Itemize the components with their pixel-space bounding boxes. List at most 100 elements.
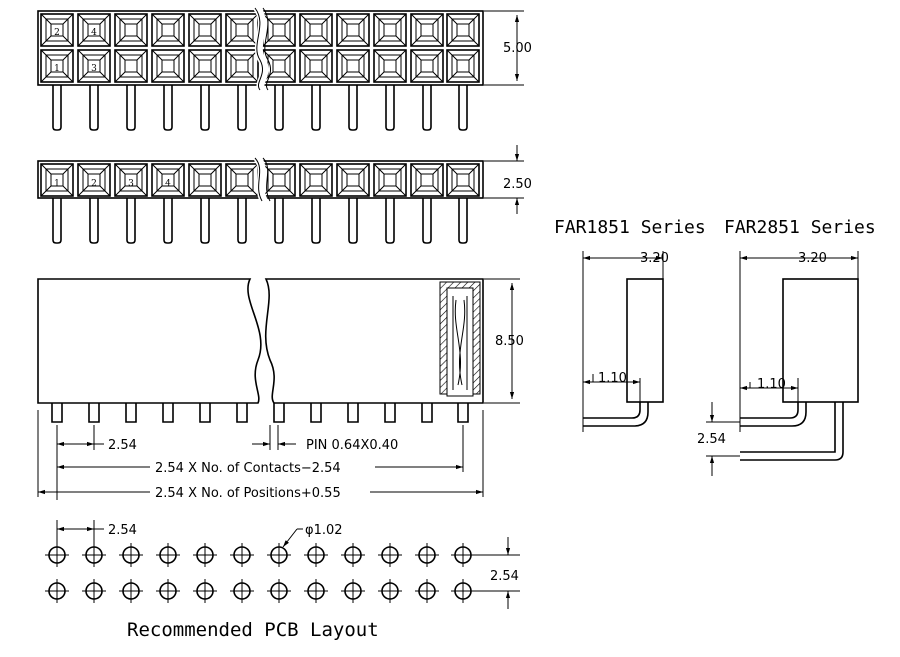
contact-cell — [40, 49, 74, 83]
contact-cell — [373, 13, 407, 47]
height-label: 8.50 — [495, 334, 524, 349]
contact-pin — [51, 403, 63, 423]
contact-cell — [151, 13, 185, 47]
contact-pin — [310, 403, 322, 423]
offset-label: 1.10 — [757, 377, 786, 392]
width-label: 3.20 — [798, 251, 827, 266]
contact-pin — [52, 198, 62, 244]
pcb-hole — [451, 579, 475, 603]
pcb-hole — [156, 579, 180, 603]
pcb-hole — [267, 579, 291, 603]
contact-pin — [311, 85, 321, 131]
contact-pin — [126, 85, 136, 131]
contact-cell — [151, 163, 185, 197]
pcb-hole — [341, 543, 365, 567]
contact-cell — [410, 49, 444, 83]
pcb-hole — [415, 543, 439, 567]
contact-pin — [421, 403, 433, 423]
contact-cell — [446, 163, 480, 197]
pcb-hole — [193, 579, 217, 603]
width-label: 3.20 — [640, 251, 669, 266]
contact-pin — [126, 198, 136, 244]
far1851-title: FAR1851 Series — [554, 217, 706, 238]
pcb-hole — [341, 579, 365, 603]
contact-cell — [336, 163, 370, 197]
contact-pin — [200, 85, 210, 131]
pin-number: 4 — [91, 28, 97, 38]
pcb-hole — [304, 579, 328, 603]
contact-cell — [225, 163, 259, 197]
contact-pin — [163, 85, 173, 131]
contact-pin — [163, 198, 173, 244]
pin-number: 3 — [128, 179, 134, 189]
pcb-hole — [451, 543, 475, 567]
contact-cell — [373, 49, 407, 83]
far2851-profile: FAR2851 Series 3.20 1.10 2.54 — [697, 217, 876, 476]
contact-cell — [299, 163, 333, 197]
contact-cell — [114, 13, 148, 47]
contact-cell — [188, 13, 222, 47]
contact-pin — [422, 198, 432, 244]
contact-cell — [40, 13, 74, 47]
pin-number: 4 — [165, 179, 171, 189]
contact-pin — [88, 403, 100, 423]
contact-cell — [188, 163, 222, 197]
contact-cell — [336, 49, 370, 83]
contact-pin — [236, 403, 248, 423]
contact-cell — [336, 13, 370, 47]
height-label: 2.50 — [503, 177, 532, 192]
contact-pin — [457, 403, 469, 423]
contact-pin — [347, 403, 359, 423]
contact-pin — [384, 403, 396, 423]
contact-cell — [410, 163, 444, 197]
contact-pin — [125, 403, 137, 423]
contact-cell — [373, 163, 407, 197]
contact-cell — [77, 13, 111, 47]
pin-number: 3 — [91, 64, 97, 74]
contact-pin — [52, 85, 62, 131]
pcb-layout: 2.54 φ1.02 2.54 Recommended PCB Layout — [45, 520, 520, 641]
contact-cell — [225, 13, 259, 47]
pcb-hole — [230, 543, 254, 567]
pin-number: 1 — [54, 179, 60, 189]
contact-pin — [237, 85, 247, 131]
pcb-hole — [156, 543, 180, 567]
contact-cell — [77, 163, 111, 197]
height-label: 5.00 — [503, 41, 532, 56]
contact-cell — [299, 13, 333, 47]
pitch-label: 2.54 — [108, 523, 137, 538]
contact-pin — [422, 85, 432, 131]
positions-formula: 2.54 X No. of Positions+0.55 — [155, 486, 341, 501]
contact-pin — [199, 403, 211, 423]
pitch-label: 2.54 — [697, 432, 726, 447]
pcb-caption: Recommended PCB Layout — [127, 619, 379, 641]
pcb-hole — [415, 579, 439, 603]
contact-pin — [274, 198, 284, 244]
pcb-hole — [378, 543, 402, 567]
contact-cell — [446, 13, 480, 47]
pcb-hole — [82, 579, 106, 603]
contact-pin — [89, 85, 99, 131]
contact-cell — [225, 49, 259, 83]
contact-cell — [40, 163, 74, 197]
contact-pin — [162, 403, 174, 423]
contact-cell — [114, 163, 148, 197]
side-view: 8.50 2.54 PIN 0.64X0.40 2.54 X No. of Co… — [37, 278, 524, 501]
contact-pin — [237, 198, 247, 244]
contacts-formula: 2.54 X No. of Contacts−2.54 — [155, 461, 341, 476]
contact-pin — [89, 198, 99, 244]
pcb-hole — [304, 543, 328, 567]
pin-number: 2 — [91, 179, 97, 189]
contact-cell — [446, 49, 480, 83]
single-row-top-view: 1 2 3 4 2.50 — [37, 145, 532, 244]
pcb-hole — [119, 543, 143, 567]
contact-pin — [274, 85, 284, 131]
pin-number: 2 — [54, 28, 60, 38]
far2851-title: FAR2851 Series — [724, 217, 876, 238]
offset-label: 1.10 — [598, 371, 627, 386]
pcb-hole — [119, 579, 143, 603]
row-pitch-label: 2.54 — [490, 569, 519, 584]
pcb-hole — [82, 543, 106, 567]
contact-cell — [410, 13, 444, 47]
